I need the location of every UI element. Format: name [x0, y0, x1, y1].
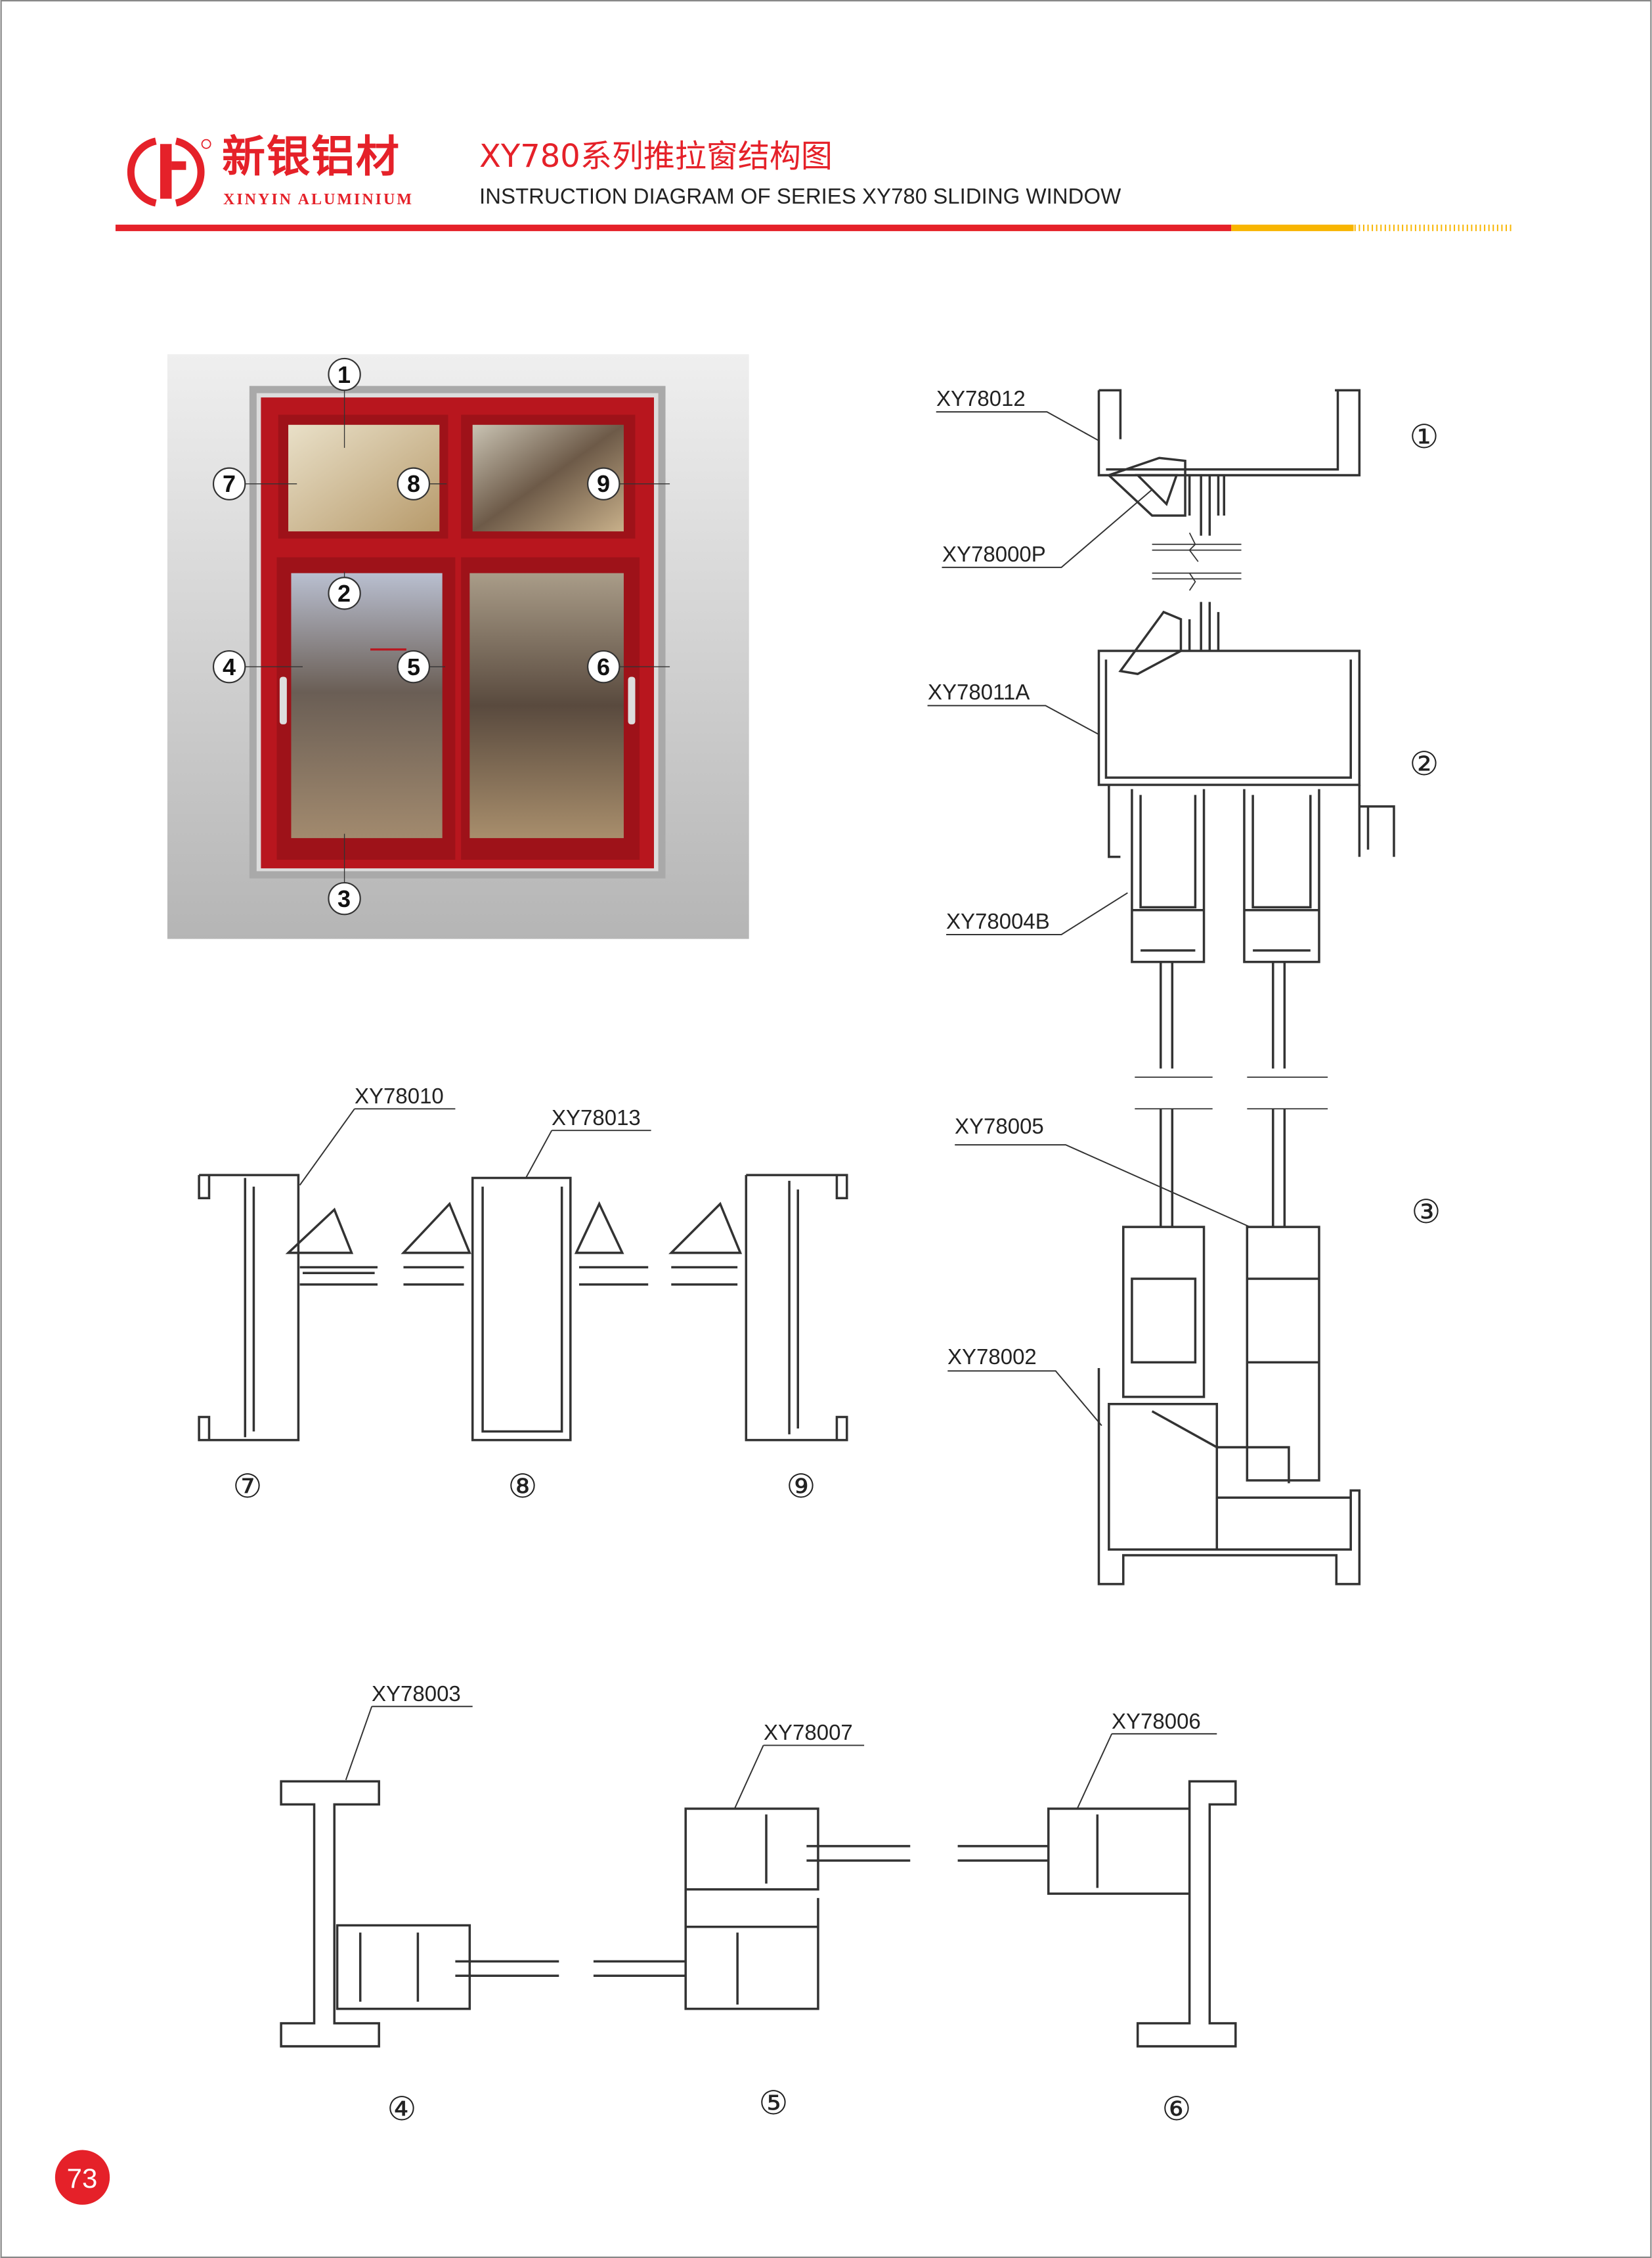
label-xy78007: XY78007 [764, 1720, 853, 1744]
window-handle-left [279, 676, 287, 724]
section-2: ② [1409, 745, 1439, 783]
callout-3: 3 [337, 885, 351, 912]
section-5: ⑤ [758, 2084, 789, 2122]
page-number: 73 [66, 2163, 98, 2194]
page-number-badge [54, 2150, 110, 2205]
brand-logo-icon [127, 137, 211, 207]
section-8: ⑧ [508, 1467, 538, 1505]
header-bar-red [115, 225, 1232, 231]
brand-name-en: XINYIN ALUMINIUM [223, 191, 414, 208]
callout-9: 9 [596, 470, 611, 497]
sash-section-drawing [280, 1780, 1237, 2048]
window-photo [167, 354, 749, 939]
title-en: INSTRUCTION DIAGRAM OF SERIES XY780 SLID… [479, 184, 1121, 208]
section-9: ⑨ [786, 1467, 816, 1505]
callout-1: 1 [337, 361, 351, 388]
label-xy78010: XY78010 [355, 1084, 444, 1108]
brand-name-cn: 新银铝材 [222, 131, 401, 182]
label-xy78006: XY78006 [1112, 1709, 1201, 1733]
callout-4: 4 [222, 653, 236, 680]
label-xy78000p: XY78000P [942, 542, 1046, 566]
section-3: ③ [1411, 1193, 1441, 1231]
window-handle-right [628, 676, 636, 724]
callout-6: 6 [596, 653, 611, 680]
header-bar-stripes [1354, 225, 1511, 231]
label-xy78005: XY78005 [955, 1114, 1044, 1138]
label-xy78012: XY78012 [936, 386, 1026, 410]
vertical-section-drawing [1097, 389, 1395, 1585]
section-7: ⑦ [232, 1467, 263, 1505]
leader-lines [299, 411, 1251, 1809]
callout-5: 5 [406, 653, 421, 680]
section-1: ① [1409, 418, 1439, 456]
header-bar-yellow [1231, 225, 1354, 231]
label-xy78004b: XY78004B [946, 909, 1050, 933]
label-xy78011a: XY78011A [928, 680, 1030, 704]
callout-8: 8 [406, 470, 421, 497]
callout-2: 2 [337, 580, 351, 607]
label-xy78002: XY78002 [947, 1344, 1037, 1369]
transom-section-drawing [198, 1174, 848, 1442]
section-6: ⑥ [1162, 2090, 1192, 2128]
title-cn: XY780系列推拉窗结构图 [479, 138, 833, 175]
label-xy78013: XY78013 [552, 1105, 641, 1130]
section-4: ④ [387, 2090, 417, 2128]
label-xy78003: XY78003 [372, 1681, 461, 1706]
callout-7: 7 [222, 470, 236, 497]
